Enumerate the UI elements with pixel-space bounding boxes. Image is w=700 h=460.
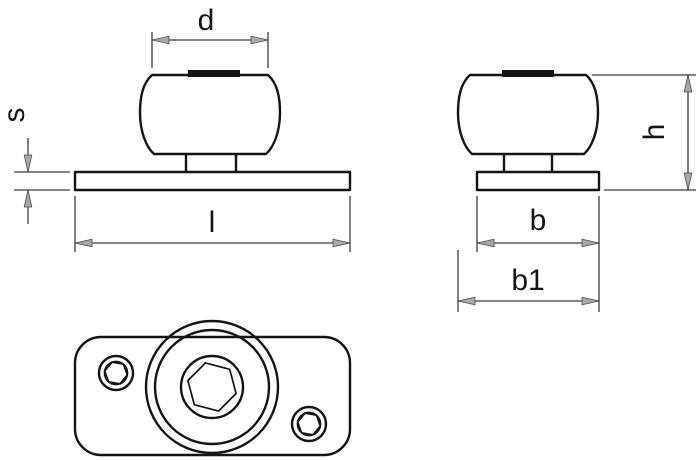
side-view: [456, 70, 601, 192]
knob-outline-side: [456, 73, 600, 156]
dimension-arrow: [581, 238, 600, 248]
dimension-arrow: [250, 35, 269, 45]
screw-hole-right: [290, 405, 328, 443]
dimension-label-h: h: [638, 124, 671, 141]
base-plate-outline-bottom: [73, 335, 352, 457]
screw-hex-left: [103, 361, 129, 385]
screw-hex-right: [296, 412, 322, 436]
dimension-arrow: [683, 172, 693, 191]
dimension-arrow: [457, 296, 476, 306]
roller-inner-circle: [153, 328, 271, 446]
dimension-label-b: b: [530, 204, 547, 237]
center-hex-socket: [187, 362, 237, 412]
dimension-arrow: [23, 154, 33, 173]
knob-outline-front: [138, 73, 282, 156]
dimension-arrow: [581, 296, 600, 306]
center-hole-circle: [179, 354, 245, 420]
dimension-arrow: [74, 238, 93, 248]
dimension-label-l: l: [209, 206, 216, 239]
dimension-s: s: [0, 108, 70, 224]
dimension-b1: b1: [457, 250, 600, 312]
dimension-arrow: [683, 74, 693, 93]
screw-hole-right-inner-circle: [296, 411, 322, 437]
dimension-d: d: [151, 4, 269, 68]
screw-hole-left: [97, 354, 135, 392]
dimension-arrow: [476, 238, 495, 248]
dimension-b: b: [476, 196, 600, 312]
dimension-arrow: [23, 189, 33, 208]
dimension-label-b1: b1: [511, 264, 544, 297]
base-plate-front: [73, 170, 352, 192]
dimension-label-d: d: [198, 4, 215, 37]
dimension-arrow: [332, 238, 351, 248]
knob-slot-side: [502, 70, 554, 77]
dimension-arrow: [151, 35, 170, 45]
bottom-view: [73, 319, 352, 457]
roller-outer-circle: [144, 319, 280, 455]
dimension-h: h: [592, 74, 696, 191]
dimension-label-s: s: [0, 108, 31, 123]
dimension-l: l: [74, 196, 351, 252]
screw-hole-left-inner-circle: [103, 360, 129, 386]
base-plate-side: [475, 170, 601, 192]
front-view: [73, 70, 352, 192]
knob-slot-front: [188, 70, 240, 77]
